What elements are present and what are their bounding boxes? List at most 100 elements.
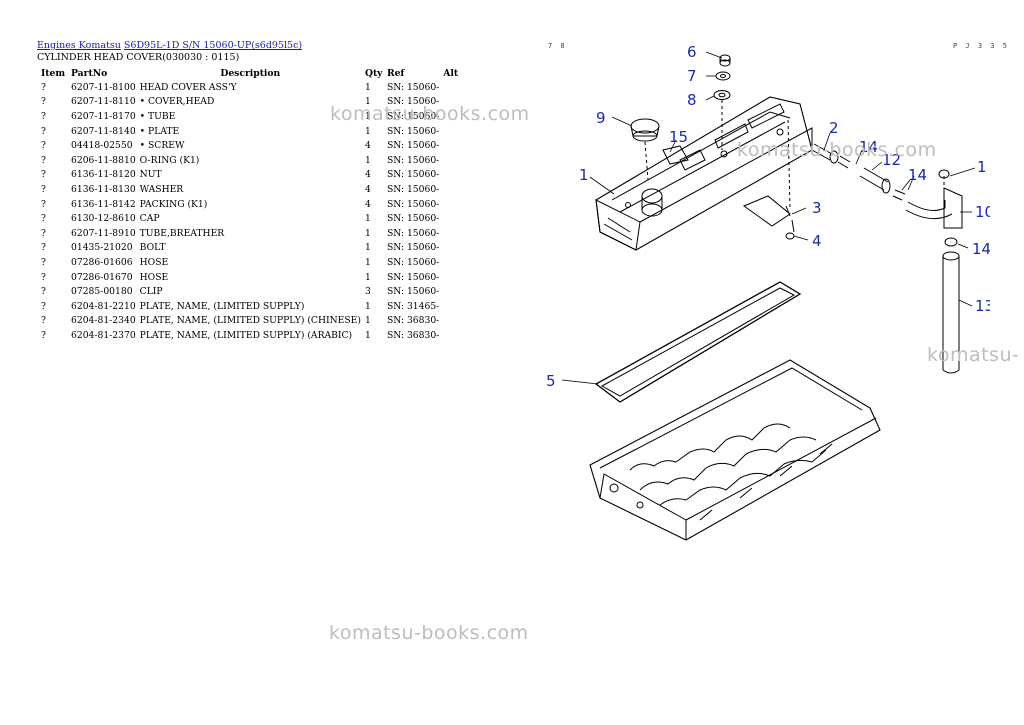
cell-item: ?: [41, 300, 46, 312]
cell-ref: SN: 15060-: [386, 154, 440, 166]
cell-item: ?: [41, 81, 46, 93]
cell-item: ?: [41, 286, 46, 298]
cell-item: ?: [41, 227, 46, 239]
breadcrumb-link-model[interactable]: S6D95L-1D S/N 15060-UP(s6d95l5c): [123, 40, 303, 51]
cell-ref: SN: 15060-: [386, 110, 440, 122]
callout-8: 8: [687, 91, 697, 109]
cell-ref: SN: 15060-: [386, 183, 440, 195]
cell-partno: 6204-81-2340: [71, 315, 136, 327]
cell-alt: [441, 241, 460, 256]
cell-alt: [441, 138, 460, 153]
page-code: P J 3 3 5: [953, 42, 1009, 50]
cell-qty: 1: [364, 300, 371, 312]
cell-description: CLIP: [139, 286, 163, 298]
cell-ref: SN: 15060-: [386, 140, 440, 152]
leader-14a: [907, 175, 915, 191]
packing-gasket-drawing: [594, 281, 802, 403]
cell-item: ?: [41, 125, 46, 137]
cell-item: ?: [41, 242, 46, 254]
breadcrumb-link-engines[interactable]: Engines Komatsu: [37, 40, 121, 51]
header-ref: Ref: [386, 67, 405, 79]
cell-description: CAP: [139, 213, 160, 225]
cell-description: PACKING (K1): [139, 198, 208, 210]
header-item: Item: [41, 67, 66, 79]
cell-partno: 04418-02550: [71, 140, 133, 152]
cell-description: PLATE, NAME, (LIMITED SUPPLY) (CHINESE): [139, 315, 361, 327]
cell-ref: SN: 15060-: [386, 256, 440, 268]
cell-alt: [441, 299, 460, 314]
watermark: komatsu-books.com: [737, 139, 937, 161]
callout-9: 9: [596, 109, 606, 127]
cell-qty: 4: [364, 140, 371, 152]
callout-10: 10: [975, 203, 990, 221]
header-alt: Alt: [443, 67, 459, 79]
cell-partno: 6207-11-8910: [71, 227, 136, 239]
cell-partno: 6207-11-8170: [71, 110, 136, 122]
cell-alt: [441, 226, 460, 241]
cell-description: HEAD COVER ASS'Y: [139, 81, 237, 93]
leader-lines: [561, 51, 976, 385]
cell-alt: [441, 328, 460, 343]
cell-description: WASHER: [139, 183, 184, 195]
cell-qty: 1: [364, 256, 371, 268]
cell-alt: [441, 284, 460, 299]
callout-12: 12: [882, 151, 901, 169]
breadcrumb: Engines Komatsu S6D95L-1D S/N 15060-UP(s…: [37, 40, 302, 51]
cell-qty: 4: [364, 183, 371, 195]
cell-alt: [441, 197, 460, 212]
head-cover-drawing: [595, 96, 813, 251]
cell-item: ?: [41, 183, 46, 195]
cell-qty: 1: [364, 271, 371, 283]
cell-ref: SN: 15060-: [386, 81, 440, 93]
cell-ref: SN: 15060-: [386, 227, 440, 239]
cell-ref: SN: 15060-: [386, 198, 440, 210]
cell-alt: [441, 211, 460, 226]
cell-item: ?: [41, 140, 46, 152]
cell-item: ?: [41, 154, 46, 166]
cell-description: PLATE, NAME, (LIMITED SUPPLY): [139, 300, 305, 312]
cell-qty: 1: [364, 227, 371, 239]
cell-qty: 1: [364, 96, 371, 108]
cell-alt: [441, 255, 460, 270]
cylinder-head-drawing: [589, 359, 881, 541]
cell-partno: 01435-21020: [71, 242, 133, 254]
cell-description: NUT: [139, 169, 162, 181]
cell-item: ?: [41, 110, 46, 122]
cap-drawing: [630, 118, 689, 181]
cell-ref: SN: 15060-: [386, 286, 440, 298]
cell-ref: SN: 15060-: [386, 96, 440, 108]
cell-item: ?: [41, 96, 46, 108]
cell-description: • PLATE: [139, 125, 180, 137]
cell-ref: SN: 15060-: [386, 242, 440, 254]
cell-partno: 6136-11-8142: [71, 198, 136, 210]
cell-ref: SN: 31465-: [386, 300, 440, 312]
header-description: Description: [220, 67, 281, 79]
callout-13: 13: [975, 297, 990, 315]
callout-14c: 14: [908, 166, 927, 184]
cell-partno: 07285-00180: [71, 286, 133, 298]
cell-partno: 6207-11-8140: [71, 125, 136, 137]
cell-partno: 6130-12-8610: [71, 213, 136, 225]
cell-qty: 4: [364, 169, 371, 181]
cell-alt: [441, 314, 460, 329]
watermark: komatsu-books.com: [329, 622, 529, 644]
cell-item: ?: [41, 329, 46, 341]
exploded-parts-diagram: 6 7 8 9 15 1 2 14 12 1 3 4 10 14 13 5 14: [546, 43, 990, 541]
cell-item: ?: [41, 271, 46, 283]
cell-qty: 4: [364, 198, 371, 210]
cell-partno: 6136-11-8120: [71, 169, 136, 181]
cell-qty: 1: [364, 125, 371, 137]
callout-14a: 14: [859, 138, 878, 156]
cell-qty: 1: [364, 110, 371, 122]
